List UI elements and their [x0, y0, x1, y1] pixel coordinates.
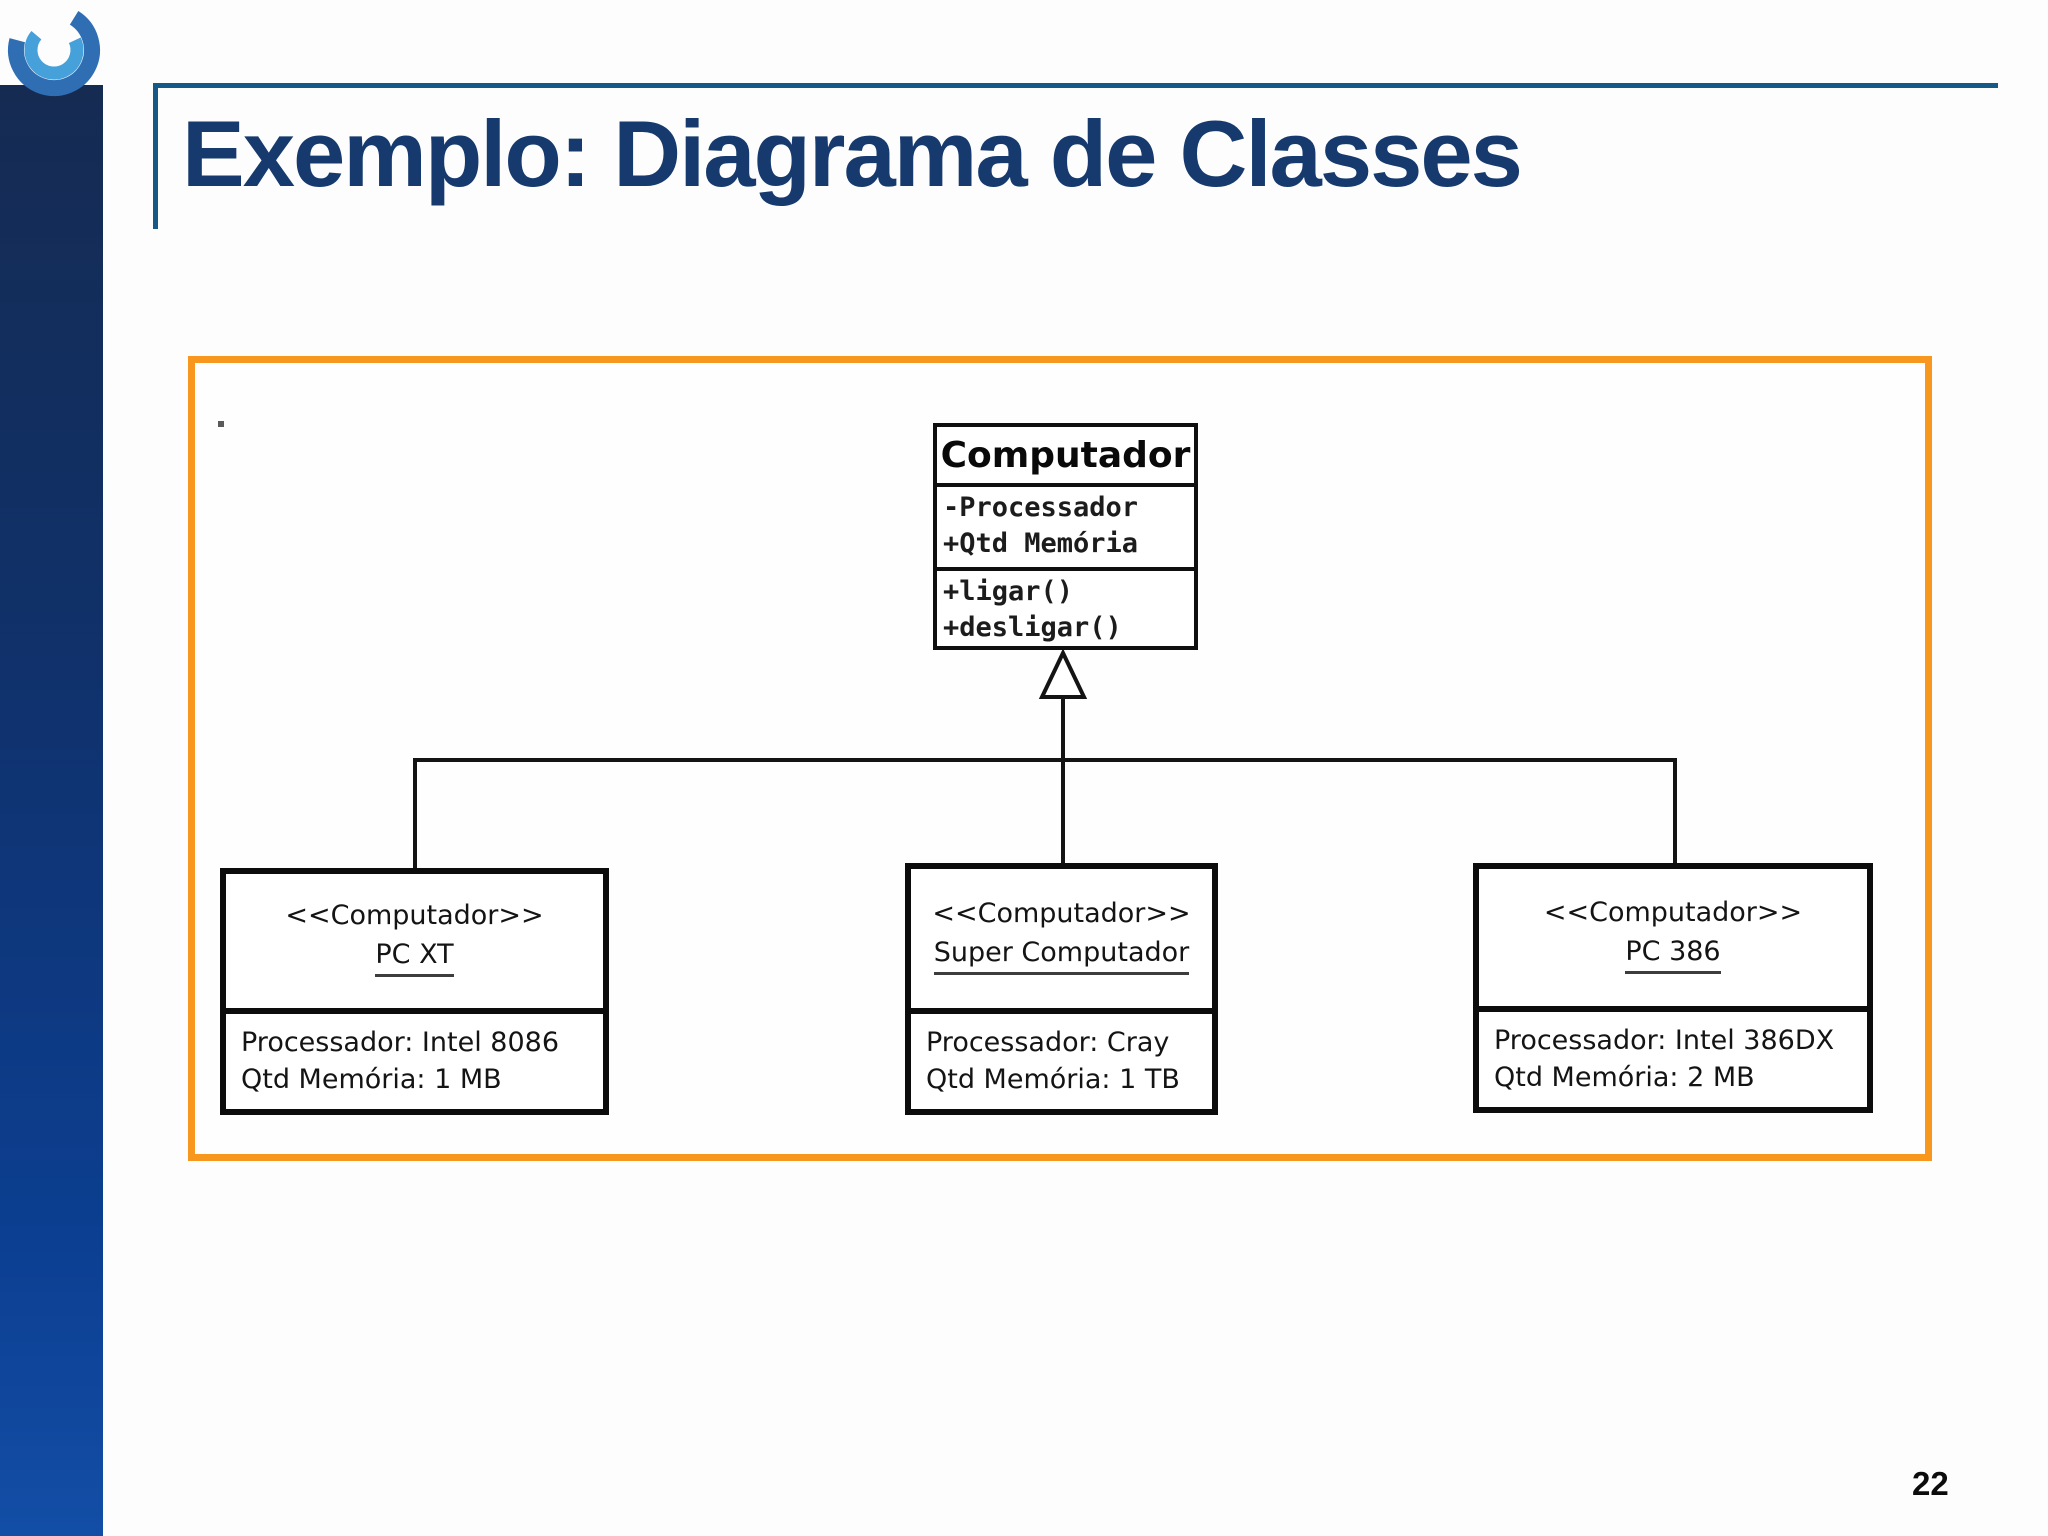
field-line: Qtd Memória: 1 MB: [241, 1064, 502, 1095]
uml-class-pc-386: <<Computador>> PC 386 Processador: Intel…: [1473, 863, 1873, 1113]
field-line: Processador: Cray: [926, 1027, 1170, 1058]
stereotype-label: <<Computador>>: [1543, 896, 1803, 928]
title-rule-top: [153, 83, 1998, 88]
sidebar-gradient-bar: [0, 85, 103, 1536]
attribute-line: +Qtd Memória: [943, 528, 1139, 559]
class-fields: Processador: Intel 386DX Qtd Memória: 2 …: [1479, 1012, 1867, 1107]
field-line: Processador: Intel 8086: [241, 1027, 560, 1058]
field-line: Qtd Memória: 1 TB: [926, 1064, 1180, 1095]
edge-horizontal: [413, 758, 1677, 762]
class-name: Computador: [937, 427, 1194, 487]
uml-class-pc-xt: <<Computador>> PC XT Processador: Intel …: [220, 868, 609, 1115]
attribute-line: -Processador: [943, 492, 1139, 523]
method-line: +ligar(): [943, 576, 1074, 607]
class-header: <<Computador>> PC 386: [1479, 869, 1867, 1012]
uml-class-computador: Computador -Processador +Qtd Memória +li…: [933, 423, 1198, 650]
class-fields: Processador: Cray Qtd Memória: 1 TB: [911, 1014, 1212, 1109]
stereotype-label: <<Computador>>: [285, 900, 544, 931]
method-line: +desligar(): [943, 612, 1122, 643]
class-name: Super Computador: [933, 937, 1190, 975]
stray-mark: [218, 421, 224, 427]
class-methods: +ligar() +desligar(): [937, 571, 1194, 649]
edge-drop-right: [1673, 758, 1677, 863]
page-title: Exemplo: Diagrama de Classes: [182, 101, 1523, 206]
field-line: Qtd Memória: 2 MB: [1494, 1062, 1755, 1093]
inheritance-triangle-icon: [1035, 648, 1091, 700]
edge-drop-left: [413, 758, 417, 868]
title-rule-left: [153, 83, 158, 229]
class-fields: Processador: Intel 8086 Qtd Memória: 1 M…: [226, 1014, 603, 1109]
edge-parent-to-middle: [1061, 697, 1065, 863]
institution-logo-icon: [0, 0, 112, 112]
page-number: 22: [1912, 1465, 1949, 1502]
class-name: PC 386: [1625, 936, 1721, 974]
class-header: <<Computador>> PC XT: [226, 874, 603, 1014]
field-line: Processador: Intel 386DX: [1494, 1025, 1835, 1056]
class-attributes: -Processador +Qtd Memória: [937, 487, 1194, 571]
stereotype-label: <<Computador>>: [932, 897, 1191, 929]
class-name: PC XT: [375, 940, 454, 977]
uml-class-super-computador: <<Computador>> Super Computador Processa…: [905, 863, 1218, 1115]
class-header: <<Computador>> Super Computador: [911, 869, 1212, 1014]
